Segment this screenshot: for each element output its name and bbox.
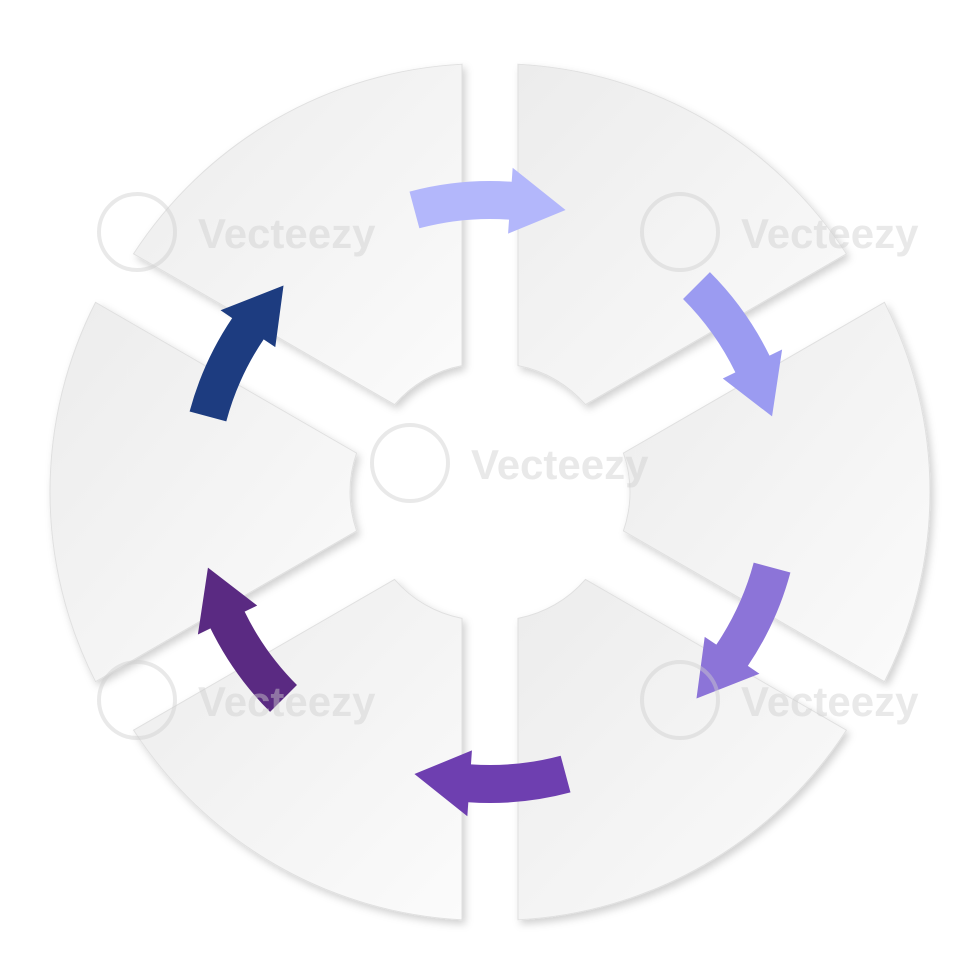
watermark-bottom-left: Vecteezy <box>97 660 376 740</box>
segments-layer <box>49 63 931 921</box>
watermark-text: Vecteezy <box>741 678 919 725</box>
watermark-text: Vecteezy <box>471 441 649 488</box>
watermark-text: Vecteezy <box>198 210 376 257</box>
cycle-segment-5 <box>49 301 358 683</box>
cycle-arrow-6-icon <box>189 285 284 422</box>
watermark-logo-icon <box>370 423 450 503</box>
watermark-logo-icon <box>640 660 720 740</box>
cycle-segment-3 <box>517 578 848 921</box>
watermark-text: Vecteezy <box>198 678 376 725</box>
cycle-segment-4 <box>132 578 463 921</box>
cycle-arrow-5-icon <box>197 567 297 712</box>
watermark-layer: Vecteezy Vecteezy Vecteezy Vecteezy Vect… <box>97 192 919 740</box>
cycle-arrow-4-icon <box>414 750 571 817</box>
arrows-layer <box>189 167 791 817</box>
cycle-segment-2 <box>622 301 931 683</box>
watermark-logo-icon <box>97 192 177 272</box>
cycle-arrow-1-icon <box>409 167 566 234</box>
watermark-top-left: Vecteezy <box>97 192 376 272</box>
watermark-bottom-right: Vecteezy <box>640 660 919 740</box>
cycle-arrow-3-icon <box>696 562 791 699</box>
cycle-arrow-2-icon <box>683 272 783 417</box>
cycle-segment-6 <box>132 63 463 406</box>
watermark-logo-icon <box>97 660 177 740</box>
watermark-top-right: Vecteezy <box>640 192 919 272</box>
watermark-center: Vecteezy <box>370 423 649 503</box>
watermark-text: Vecteezy <box>741 210 919 257</box>
watermark-logo-icon <box>640 192 720 272</box>
cycle-segment-1 <box>517 63 848 406</box>
